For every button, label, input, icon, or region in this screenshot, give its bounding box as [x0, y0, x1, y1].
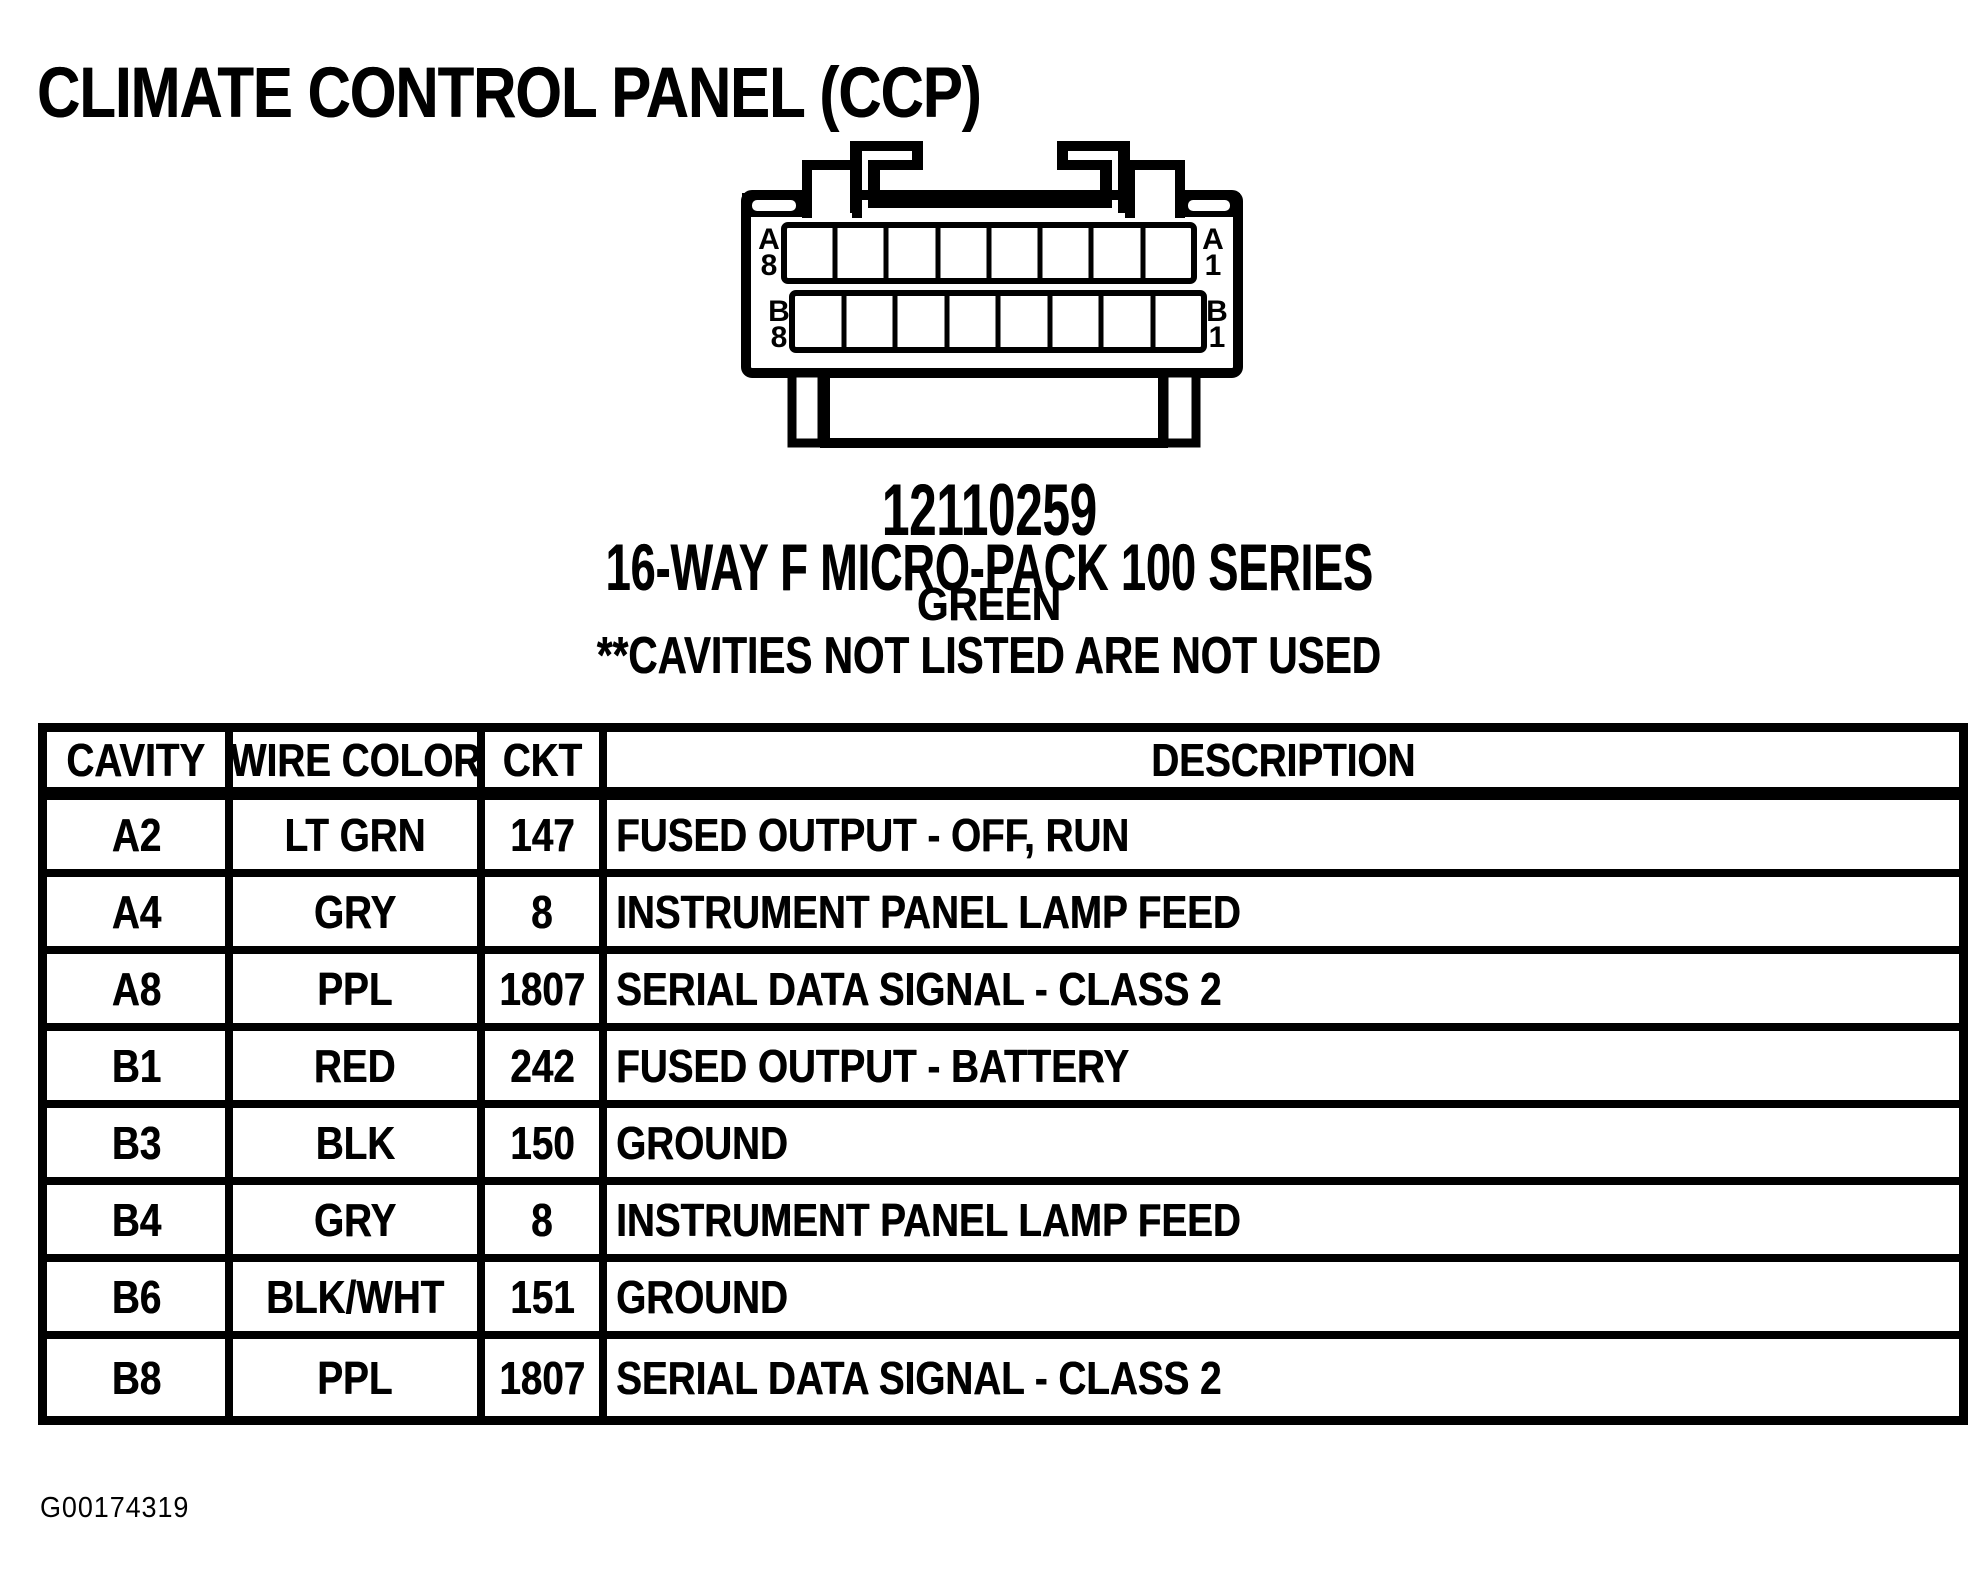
- cell-wire-color: LT GRN: [233, 800, 485, 877]
- connector-diagram: A 8 A 1 B 8 B 1: [741, 141, 1243, 448]
- cell-cavity: B8: [47, 1339, 233, 1416]
- table-row: A8 PPL 1807 SERIAL DATA SIGNAL - CLASS 2: [47, 954, 1959, 1031]
- figure-code: G00174319: [40, 1492, 190, 1524]
- cell-cavity: B6: [47, 1262, 233, 1339]
- connector-right-leg: [1159, 368, 1201, 448]
- cell-description: GROUND: [607, 1262, 1959, 1339]
- pin-label-a1-number: 1: [1205, 249, 1222, 282]
- table-row: A2 LT GRN 147 FUSED OUTPUT - OFF, RUN: [47, 800, 1959, 877]
- cell-cavity: B1: [47, 1031, 233, 1108]
- table-row: B6 BLK/WHT 151 GROUND: [47, 1262, 1959, 1339]
- cell-description: SERIAL DATA SIGNAL - CLASS 2: [616, 1351, 1222, 1404]
- table-row: B4 GRY 8 INSTRUMENT PANEL LAMP FEED: [47, 1185, 1959, 1262]
- header-wire-color: WIRE COLOR: [229, 732, 485, 800]
- cell-wire-color: GRY: [233, 877, 485, 954]
- pinout-table: CAVITY WIRE COLOR CKT DESCRIPTION A2 LT …: [38, 723, 1968, 1425]
- page-title-text: CLIMATE CONTROL PANEL (CCP): [37, 54, 982, 133]
- cell-wire-color: BLK: [233, 1108, 485, 1185]
- pin-row-a: [781, 222, 1197, 284]
- table-row: A4 GRY 8 INSTRUMENT PANEL LAMP FEED: [47, 877, 1959, 954]
- connector-series-name: 16-WAY F MICRO-PACK 100 SERIES: [605, 530, 1373, 604]
- cell-ckt: 242: [485, 1031, 607, 1108]
- connector-right-step: [1125, 160, 1185, 218]
- table-header-row: CAVITY WIRE COLOR CKT DESCRIPTION: [47, 732, 1959, 800]
- cell-wire-color: GRY: [233, 1185, 485, 1262]
- pin-label-a8-number: 8: [761, 249, 778, 282]
- pin-label-b1-letter: B: [1206, 295, 1228, 328]
- cell-wire-color: PPL: [233, 1339, 485, 1416]
- cell-description: INSTRUMENT PANEL LAMP FEED: [607, 877, 1959, 954]
- cell-ckt: 1807: [485, 954, 607, 1031]
- header-ckt: CKT: [485, 732, 607, 800]
- connector-color: GREEN: [917, 578, 1061, 630]
- cell-cavity: A2: [47, 800, 233, 877]
- cavities-note: **CAVITIES NOT LISTED ARE NOT USED: [596, 627, 1382, 685]
- cell-cavity: A8: [47, 954, 233, 1031]
- connector-left-leg: [787, 368, 827, 448]
- connector-latch-beam: [868, 196, 1112, 208]
- page-title: CLIMATE CONTROL PANEL (CCP): [37, 58, 1160, 129]
- pin-label-b8-letter: B: [768, 295, 790, 328]
- pin-label-b8-number: 8: [771, 321, 788, 354]
- table-row: B8 PPL 1807 SERIAL DATA SIGNAL - CLASS 2: [47, 1339, 1959, 1416]
- connector-bottom-tab: [820, 368, 1168, 448]
- cell-description: FUSED OUTPUT - OFF, RUN: [607, 800, 1959, 877]
- cell-wire-color: RED: [233, 1031, 485, 1108]
- cell-wire-color: BLK/WHT: [233, 1262, 485, 1339]
- cell-description: FUSED OUTPUT - BATTERY: [607, 1031, 1959, 1108]
- cell-cavity: B4: [47, 1185, 233, 1262]
- connector-left-step: [802, 160, 862, 218]
- pin-label-a1-letter: A: [1202, 223, 1224, 256]
- table-row: B1 RED 242 FUSED OUTPUT - BATTERY: [47, 1031, 1959, 1108]
- cell-ckt: 1807: [485, 1339, 607, 1416]
- pin-label-b1-number: 1: [1209, 321, 1226, 354]
- table-row: B3 BLK 150 GROUND: [47, 1108, 1959, 1185]
- pin-label-a8-letter: A: [758, 223, 780, 256]
- cell-ckt: 151: [485, 1262, 607, 1339]
- cell-description: GROUND: [607, 1108, 1959, 1185]
- cell-wire-color: PPL: [233, 954, 485, 1031]
- cell-ckt: 8: [485, 1185, 607, 1262]
- cell-ckt: 8: [485, 877, 607, 954]
- header-cavity: CAVITY: [47, 732, 233, 800]
- connector-part-number: 12110259: [881, 470, 1097, 551]
- cell-description: SERIAL DATA SIGNAL - CLASS 2: [607, 954, 1959, 1031]
- cell-cavity: B3: [47, 1108, 233, 1185]
- header-description: DESCRIPTION: [607, 732, 1959, 800]
- cell-ckt: 147: [485, 800, 607, 877]
- cell-cavity: A4: [47, 877, 233, 954]
- cell-ckt: 150: [485, 1108, 607, 1185]
- pin-row-b: [789, 290, 1207, 353]
- connector-left-index-slot: [752, 200, 796, 211]
- cell-description: INSTRUMENT PANEL LAMP FEED: [607, 1185, 1959, 1262]
- connector-right-index-slot: [1188, 200, 1230, 211]
